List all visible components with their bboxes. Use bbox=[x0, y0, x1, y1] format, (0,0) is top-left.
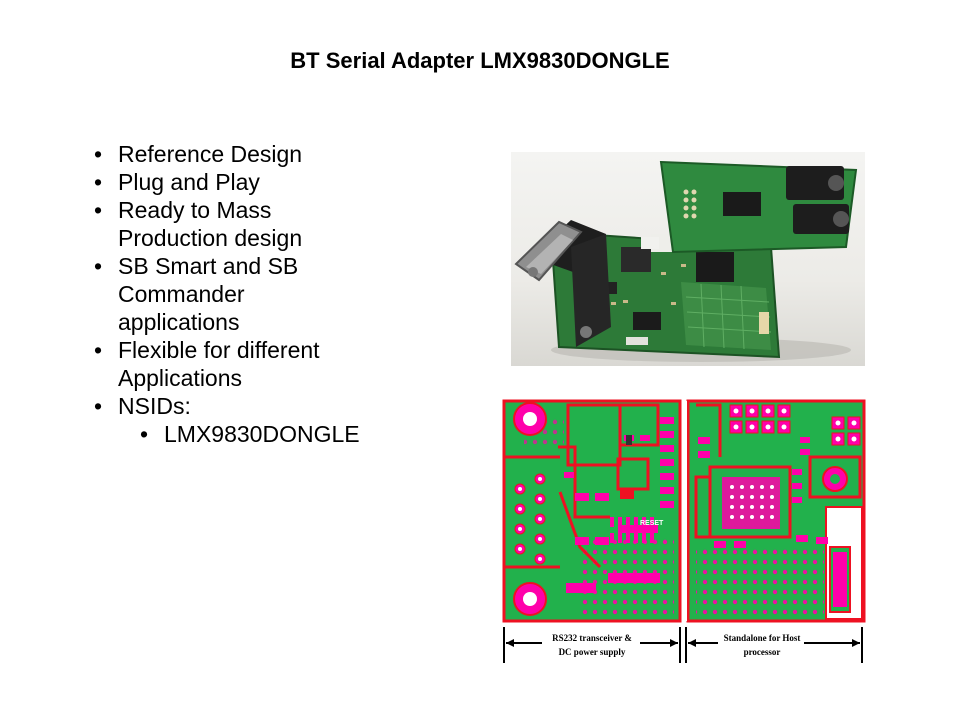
bullet-marker: • bbox=[94, 169, 103, 195]
bullet-text: Production design bbox=[118, 225, 303, 251]
sub-bullet-item: • LMX9830DONGLE bbox=[90, 420, 420, 448]
bullet-item: • Flexible for different Applications bbox=[90, 336, 420, 392]
bullet-marker: • bbox=[140, 421, 149, 447]
slide-title: BT Serial Adapter LMX9830DONGLE bbox=[290, 48, 670, 73]
layout-section-labels: RS232 transceiver & DC power supply Stan… bbox=[500, 625, 868, 665]
left-section-label-line1: RS232 transceiver & bbox=[552, 633, 632, 643]
bullet-text: applications bbox=[118, 309, 240, 335]
sub-bullet-text: LMX9830DONGLE bbox=[164, 421, 360, 447]
bullet-text: Commander bbox=[118, 281, 245, 307]
bullet-text: SB Smart and SB bbox=[118, 253, 299, 279]
left-section-label-line2: DC power supply bbox=[559, 647, 626, 657]
section-dimension-lines: RS232 transceiver & DC power supply Stan… bbox=[503, 627, 863, 663]
bullet-text: Flexible for different bbox=[118, 337, 320, 363]
pcb-layout-svg: RESET bbox=[502, 399, 866, 623]
bullet-marker: • bbox=[94, 337, 103, 363]
bullet-list: • Reference Design • Plug and Play • Rea… bbox=[90, 140, 420, 448]
dongle-photo bbox=[511, 152, 865, 366]
right-section-label-line2: processor bbox=[744, 647, 781, 657]
bullet-text: Ready to Mass bbox=[118, 197, 272, 223]
bullet-item: • Reference Design bbox=[90, 140, 420, 168]
bullet-text: NSIDs: bbox=[118, 393, 191, 419]
right-section-label-line1: Standalone for Host bbox=[724, 633, 801, 643]
bullet-item: • SB Smart and SB Commander applications bbox=[90, 252, 420, 336]
bullet-text: Reference Design bbox=[118, 141, 303, 167]
bullet-marker: • bbox=[94, 393, 103, 419]
bullet-item: • Ready to Mass Production design bbox=[90, 196, 420, 252]
bullet-item: • NSIDs: bbox=[90, 392, 420, 420]
dongle-photo-drawing bbox=[514, 160, 858, 362]
reset-label: RESET bbox=[640, 520, 664, 527]
bullet-marker: • bbox=[94, 253, 103, 279]
pcb-layout-drawing: RESET bbox=[500, 397, 868, 625]
bullet-item: • Plug and Play bbox=[90, 168, 420, 196]
bullet-marker: • bbox=[94, 141, 103, 167]
bullet-text: Plug and Play bbox=[118, 169, 260, 195]
bullet-marker: • bbox=[94, 197, 103, 223]
bullet-text: Applications bbox=[118, 365, 243, 391]
